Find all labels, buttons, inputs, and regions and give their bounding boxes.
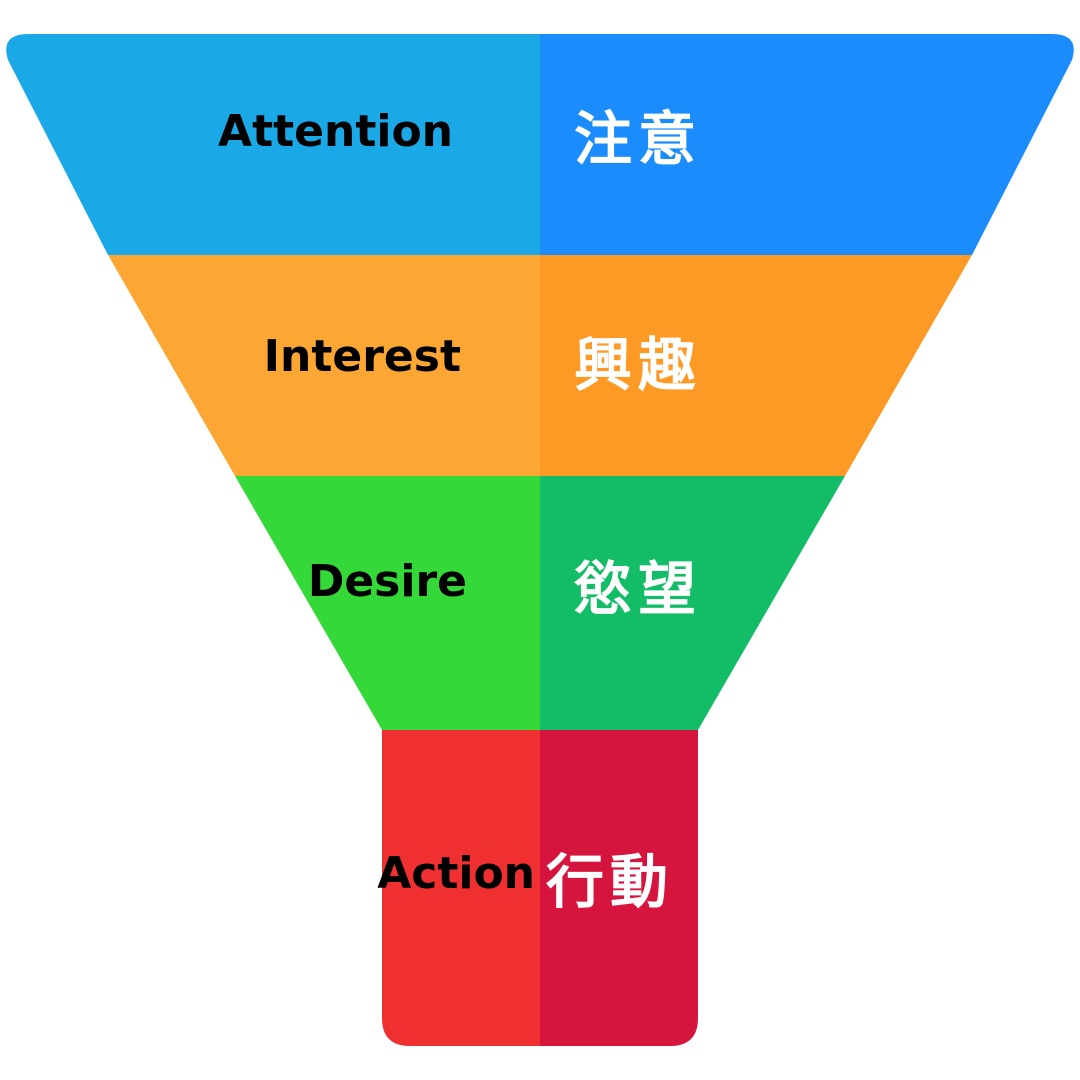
stage-interest-label-zh: 興趣 (574, 331, 703, 399)
stage-interest-label-en: Interest (263, 331, 461, 382)
stage-action-label-en: Action (377, 848, 535, 899)
stage-desire-label-en: Desire (307, 556, 467, 607)
stage-desire-right (540, 476, 845, 730)
stage-desire-left (235, 476, 540, 730)
stage-attention-label-zh: 注意 (574, 105, 703, 173)
stage-action-left (382, 730, 540, 1046)
stage-desire-label-zh: 慾望 (574, 555, 703, 623)
stage-interest-left (108, 255, 540, 476)
stage-attention-right (540, 34, 1074, 255)
stage-interest-right (540, 255, 972, 476)
stage-attention-left (6, 34, 540, 255)
stage-action-label-zh: 行動 (546, 848, 675, 916)
stage-action-right (540, 730, 698, 1046)
stage-attention-label-en: Attention (218, 106, 453, 157)
